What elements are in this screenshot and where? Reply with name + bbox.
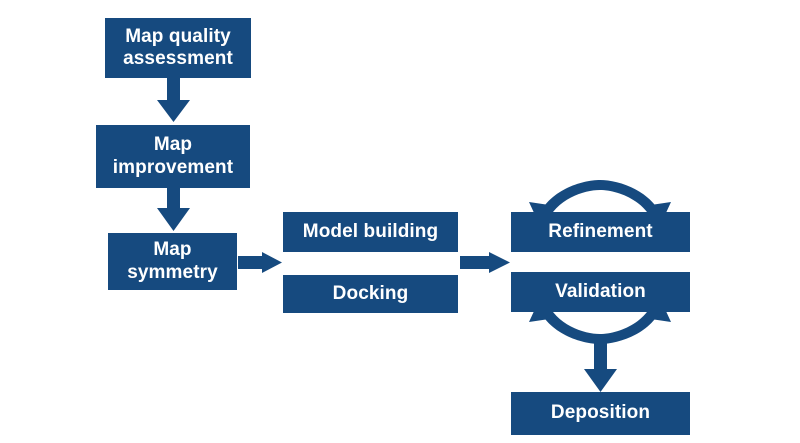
node-model-building[interactable]: Model building [283,212,458,252]
arrow-building-to-refinement [460,252,510,273]
arrow-quality-to-improvement [157,78,190,122]
node-refinement[interactable]: Refinement [511,212,690,252]
node-map-symmetry[interactable]: Map symmetry [108,233,237,290]
arrow-cycle-to-deposition [584,340,617,392]
node-map-improvement[interactable]: Map improvement [96,125,250,188]
arrow-symmetry-to-building [238,252,282,273]
node-map-quality-assessment[interactable]: Map quality assessment [105,18,251,78]
node-docking[interactable]: Docking [283,275,458,313]
node-validation[interactable]: Validation [511,272,690,312]
arrow-improvement-to-symmetry [157,188,190,231]
node-deposition[interactable]: Deposition [511,392,690,435]
